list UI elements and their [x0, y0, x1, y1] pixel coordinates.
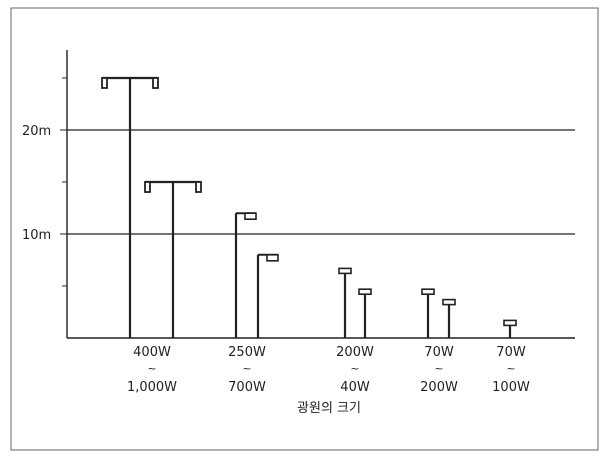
x-label-top: 70W: [496, 345, 526, 360]
y-tick-label: 20m: [22, 124, 51, 139]
x-label-bottom: 100W: [492, 380, 530, 395]
x-label-sep: ~: [506, 362, 515, 375]
lamp-head: [422, 289, 434, 294]
lamp-head: [339, 268, 351, 273]
x-label-bottom: 200W: [420, 380, 458, 395]
x-label-sep: ~: [147, 362, 156, 375]
lamp-head: [443, 300, 455, 305]
x-label-sep: ~: [350, 362, 359, 375]
lamp-head: [153, 78, 158, 88]
x-label-bottom: 700W: [228, 380, 266, 395]
lamp-head: [359, 289, 371, 294]
lamp-head: [267, 255, 278, 261]
y-tick-label: 10m: [22, 228, 51, 243]
x-label-top: 400W: [133, 345, 171, 360]
x-label-top: 70W: [424, 345, 454, 360]
gridlines: [67, 130, 575, 234]
lamp-head: [504, 320, 516, 325]
x-axis-title: 광원의 크기: [297, 401, 361, 416]
lamp-head: [245, 213, 256, 219]
x-label-sep: ~: [434, 362, 443, 375]
lamp-head: [196, 182, 201, 192]
poles: [102, 78, 516, 338]
y-ticks: 10m 20m: [22, 78, 67, 286]
x-label-bottom: 1,000W: [127, 380, 177, 395]
lamp-head: [102, 78, 107, 88]
x-label-sep: ~: [242, 362, 251, 375]
lamp-head: [145, 182, 150, 192]
x-label-top: 200W: [336, 345, 374, 360]
x-label-bottom: 40W: [340, 380, 370, 395]
x-labels: 400W ~1,000W 250W ~700W 200W ~40W 70W ~200W 70W ~…: [127, 345, 530, 395]
x-label-top: 250W: [228, 345, 266, 360]
